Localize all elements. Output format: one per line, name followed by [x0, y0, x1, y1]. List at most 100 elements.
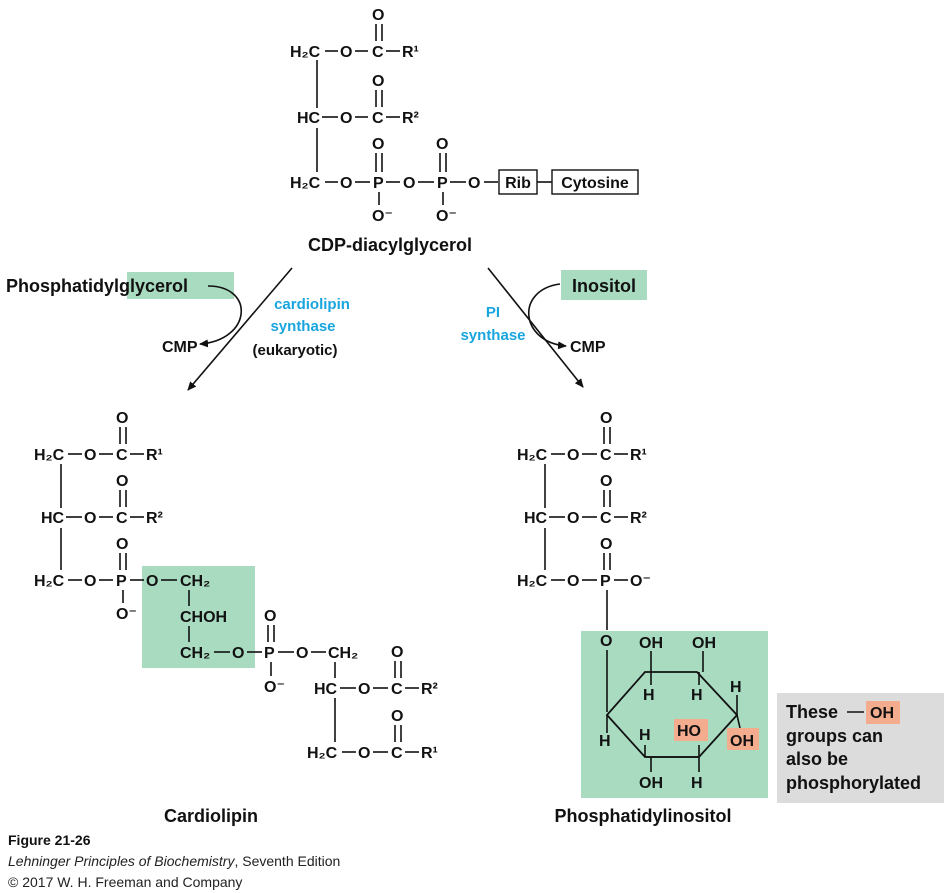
- atom-ch2: CH₂: [180, 645, 210, 662]
- atom-p: P: [116, 573, 127, 590]
- pi-synthase-line1: PI: [486, 304, 500, 321]
- phosphatidylinositol-structure: H₂C O C O R¹ HC O C O R² H₂C O P O O⁻: [517, 410, 768, 826]
- cdp-diacylglycerol-structure: H₂C O C O R¹ HC O C O R² H₂C O P O O⁻: [290, 7, 639, 255]
- atom-ho: HO: [677, 723, 701, 740]
- eukaryotic-note: (eukaryotic): [252, 342, 337, 359]
- atom-h2c: H₂C: [517, 447, 548, 464]
- cardiolipin-structure: H₂C O C O R¹ HC O C O R² H₂C O P O O⁻ O: [34, 410, 438, 826]
- atom-hc: HC: [297, 110, 321, 127]
- atom-o: O: [116, 410, 128, 427]
- atom-h2c: H₂C: [517, 573, 548, 590]
- atom-o: O: [232, 645, 244, 662]
- atom-o: O: [372, 136, 384, 153]
- note-oh: OH: [870, 705, 894, 722]
- atom-o-minus: O⁻: [436, 208, 457, 225]
- atom-c: C: [116, 447, 128, 464]
- note-line1: These: [786, 702, 838, 722]
- cmp-right-label: CMP: [570, 339, 606, 356]
- atom-o: O: [468, 175, 480, 192]
- atom-c: C: [600, 510, 612, 527]
- atom-hc: HC: [314, 681, 338, 698]
- atom-r1: R¹: [146, 447, 163, 464]
- rib-box: [498, 169, 538, 195]
- atom-r1: R¹: [402, 44, 419, 61]
- note-line4: phosphorylated: [786, 773, 921, 793]
- note-oh-highlight: [866, 701, 900, 724]
- atom-h: H: [643, 687, 655, 704]
- atom-p: P: [264, 645, 275, 662]
- atom-r2: R²: [421, 681, 438, 698]
- atom-o: O: [116, 473, 128, 490]
- atom-o: O: [296, 645, 308, 662]
- atom-hc: HC: [524, 510, 548, 527]
- glycerol-bridge-highlight: [142, 566, 255, 668]
- atom-o: O: [600, 410, 612, 427]
- atom-h2c: H₂C: [290, 44, 321, 61]
- atom-c: C: [116, 510, 128, 527]
- atom-o: O: [340, 44, 352, 61]
- atom-o: O: [567, 573, 579, 590]
- note-line3: also be: [786, 749, 848, 769]
- atom-o: O: [358, 681, 370, 698]
- rib-label: Rib: [505, 175, 531, 192]
- cytosine-box: [551, 169, 639, 195]
- atom-choh: CHOH: [180, 609, 227, 626]
- cardiolipin-label: Cardiolipin: [164, 806, 258, 826]
- atom-h2c: H₂C: [307, 745, 338, 762]
- atom-o: O: [84, 447, 96, 464]
- note-line2: groups can: [786, 726, 883, 746]
- atom-r1: R¹: [421, 745, 438, 762]
- atom-p: P: [437, 175, 448, 192]
- atom-p: P: [600, 573, 611, 590]
- atom-h: H: [691, 687, 703, 704]
- atom-o: O: [264, 608, 276, 625]
- atom-c: C: [391, 681, 403, 698]
- atom-o: O: [391, 644, 403, 661]
- atom-h: H: [730, 679, 742, 696]
- atom-o: O: [340, 110, 352, 127]
- inositol-label: Inositol: [572, 276, 636, 296]
- atom-oh: OH: [639, 775, 663, 792]
- atom-o: O: [436, 136, 448, 153]
- atom-ch2: CH₂: [328, 645, 358, 662]
- atom-p: P: [373, 175, 384, 192]
- left-reaction: Phosphatidylglycerol CMP cardiolipin syn…: [6, 267, 350, 391]
- atom-o: O: [567, 510, 579, 527]
- atom-o: O: [84, 573, 96, 590]
- cytosine-label: Cytosine: [561, 175, 629, 192]
- atom-h: H: [599, 733, 611, 750]
- cmp-left-label: CMP: [162, 339, 198, 356]
- atom-h: H: [691, 775, 703, 792]
- glycerol-highlight: [127, 272, 234, 299]
- atom-o-minus: O⁻: [372, 208, 393, 225]
- atom-h: H: [639, 727, 651, 744]
- atom-c: C: [372, 44, 384, 61]
- atom-oh: OH: [639, 635, 663, 652]
- atom-h2c: H₂C: [290, 175, 321, 192]
- atom-h2c: H₂C: [34, 447, 65, 464]
- atom-o-minus: O⁻: [630, 573, 651, 590]
- atom-o: O: [146, 573, 158, 590]
- cdp-diacylglycerol-label: CDP-diacylglycerol: [308, 235, 472, 255]
- atom-o: O: [372, 7, 384, 24]
- atom-o: O: [358, 745, 370, 762]
- phosphorylation-note: These OH groups can also be phosphorylat…: [777, 693, 944, 803]
- atom-c: C: [600, 447, 612, 464]
- cardiolipin-synthase-line1: cardiolipin: [274, 296, 350, 313]
- atom-o: O: [116, 536, 128, 553]
- figure-number: Figure 21-26: [8, 832, 91, 848]
- atom-o: O: [600, 536, 612, 553]
- oh-highlight: [727, 728, 759, 750]
- atom-o: O: [600, 473, 612, 490]
- atom-hc: HC: [41, 510, 65, 527]
- atom-r2: R²: [630, 510, 647, 527]
- atom-r1: R¹: [630, 447, 647, 464]
- atom-o: O: [600, 633, 612, 650]
- figure-caption: Figure 21-26 Lehninger Principles of Bio…: [8, 832, 340, 890]
- atom-ch2: CH₂: [180, 573, 210, 590]
- phosphatidylglycerol-label: Phosphatidylglycerol: [6, 276, 188, 296]
- pi-synthase-line2: synthase: [460, 327, 525, 344]
- atom-c: C: [372, 110, 384, 127]
- atom-o-minus: O⁻: [264, 679, 285, 696]
- atom-r2: R²: [146, 510, 163, 527]
